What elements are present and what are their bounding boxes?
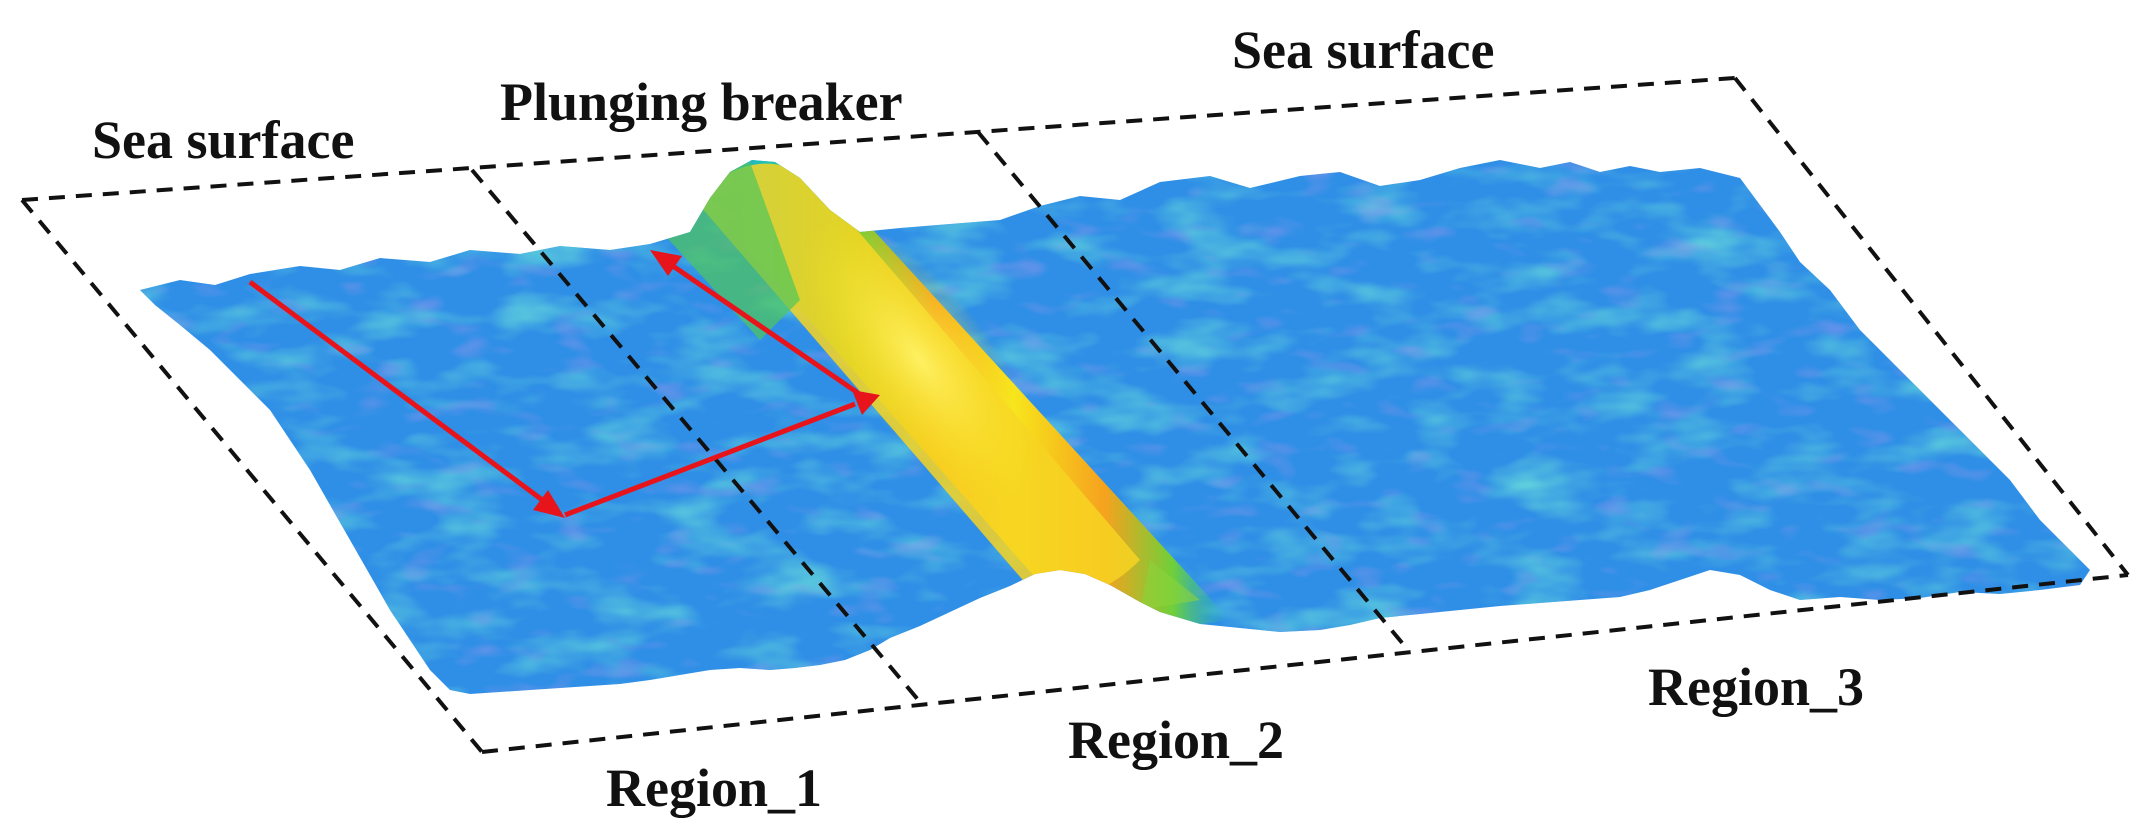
region-divider-1 (470, 168, 922, 704)
arrow-down-head (533, 490, 565, 518)
outline-right-edge (1733, 76, 2130, 577)
outline-left-edge (20, 198, 484, 754)
arrow-right-head (852, 390, 880, 415)
region-divider-2 (976, 130, 1410, 652)
label-plunging-breaker: Plunging breaker (500, 72, 903, 132)
arrow-back-head (650, 250, 682, 276)
arrow-back-shaft (668, 261, 860, 396)
outline-bottom-edge (481, 573, 2129, 754)
label-region-1: Region_1 (606, 758, 822, 818)
arrow-right-shaft (564, 401, 856, 518)
label-region-3: Region_3 (1648, 657, 1864, 717)
flow-arrows (248, 250, 880, 518)
outline-top-edge (21, 76, 1736, 202)
label-sea-surface-right: Sea surface (1232, 20, 1494, 80)
region-outlines (20, 76, 2130, 754)
label-region-2: Region_2 (1068, 710, 1284, 770)
label-sea-surface-left: Sea surface (92, 110, 354, 170)
arrow-down-shaft (248, 279, 547, 505)
